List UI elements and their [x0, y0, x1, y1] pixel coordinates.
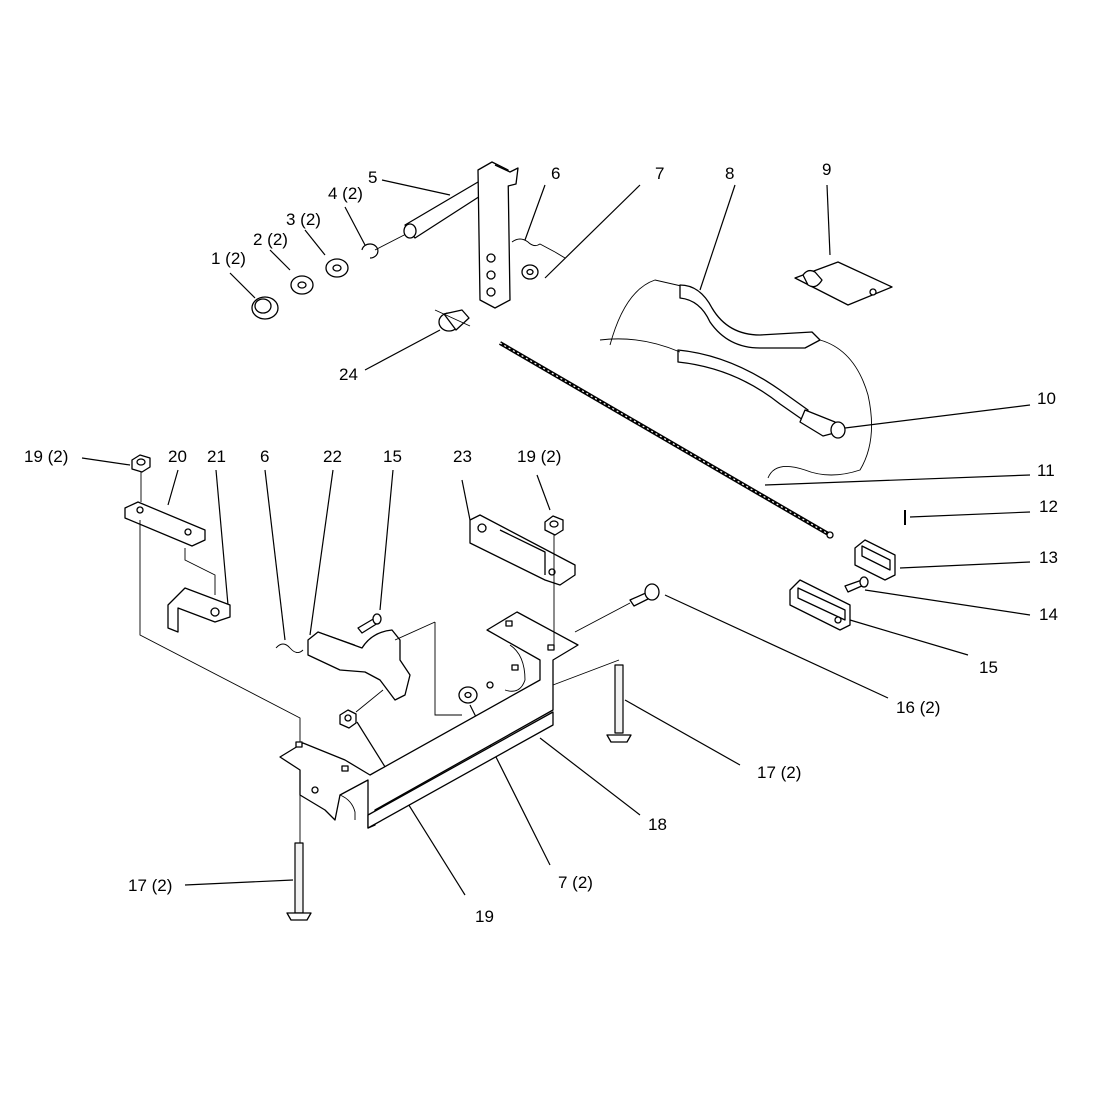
washer-part [325, 258, 349, 278]
callout-label: 5 [368, 168, 377, 187]
callout-label: 6 [260, 447, 269, 466]
main-frame-part [279, 611, 579, 829]
callout-label: 21 [207, 447, 226, 466]
callout-label: 12 [1039, 497, 1058, 516]
cable-bracket-part [794, 261, 893, 306]
callout-label: 2 (2) [253, 230, 288, 249]
swivel-part [434, 309, 471, 332]
callout-label: 7 [655, 164, 664, 183]
clevis-part [854, 539, 896, 581]
callout-label: 22 [323, 447, 342, 466]
callout-label: 18 [648, 815, 667, 834]
assembly-line [552, 659, 620, 686]
callout-labels: 1 (2) 2 (2) 3 (2) 4 (2) 5 6 7 8 9 24 10 … [24, 160, 1058, 926]
clevis-pin-part [844, 576, 869, 593]
carriage-bolt-part [629, 583, 660, 607]
hex-nut-part [131, 454, 151, 473]
bolt-part [357, 613, 382, 634]
callout-label: 24 [339, 365, 358, 384]
callout-label: 9 [822, 160, 831, 179]
callout-label: 6 [551, 164, 560, 183]
callout-label: 3 (2) [286, 210, 321, 229]
lower-assembly [124, 454, 660, 921]
hex-nut-part [544, 515, 564, 536]
cable-housing-part [599, 279, 873, 479]
callout-label: 8 [725, 164, 734, 183]
assembly-line [355, 689, 384, 713]
callout-label: 4 (2) [328, 184, 363, 203]
callout-label: 17 (2) [757, 763, 801, 782]
threaded-rod-part [498, 341, 834, 539]
hex-nut-part [339, 709, 357, 729]
strap-plate-part [124, 501, 206, 547]
angle-bracket-part [167, 587, 231, 633]
leader-lines [81, 179, 1031, 896]
assembly-line [139, 520, 301, 742]
callout-label: 11 [1037, 461, 1055, 480]
washer-part [521, 264, 539, 280]
callout-label: 15 [979, 658, 998, 677]
callout-label: 10 [1037, 389, 1056, 408]
washer-part [290, 275, 314, 295]
callout-label: 19 [475, 907, 494, 926]
shaft-arm-part [403, 161, 519, 309]
callout-label: 16 (2) [896, 698, 940, 717]
callout-label: 15 [383, 447, 402, 466]
callout-label: 19 (2) [517, 447, 561, 466]
clevis-part [789, 579, 851, 631]
callout-label: 19 (2) [24, 447, 68, 466]
callout-label: 7 (2) [558, 873, 593, 892]
assembly-line [394, 621, 436, 641]
callout-label: 1 (2) [211, 249, 246, 268]
assembly-line [434, 622, 462, 716]
assembly-line [184, 548, 216, 595]
upper-assembly [251, 161, 906, 631]
hairpin-clip-part [511, 238, 556, 253]
callout-label: 23 [453, 447, 472, 466]
lever-part [275, 629, 411, 701]
callout-label: 20 [168, 447, 187, 466]
washer-part [458, 686, 478, 704]
callout-label: 17 (2) [128, 876, 172, 895]
long-bolt-part [606, 664, 632, 743]
callout-label: 14 [1039, 605, 1058, 624]
long-bolt-part [286, 842, 312, 921]
callout-label: 13 [1039, 548, 1058, 567]
retaining-ring-part [361, 243, 379, 259]
mounting-bracket-part [469, 514, 576, 586]
assembly-line [574, 602, 631, 633]
bushing-part [251, 296, 279, 320]
